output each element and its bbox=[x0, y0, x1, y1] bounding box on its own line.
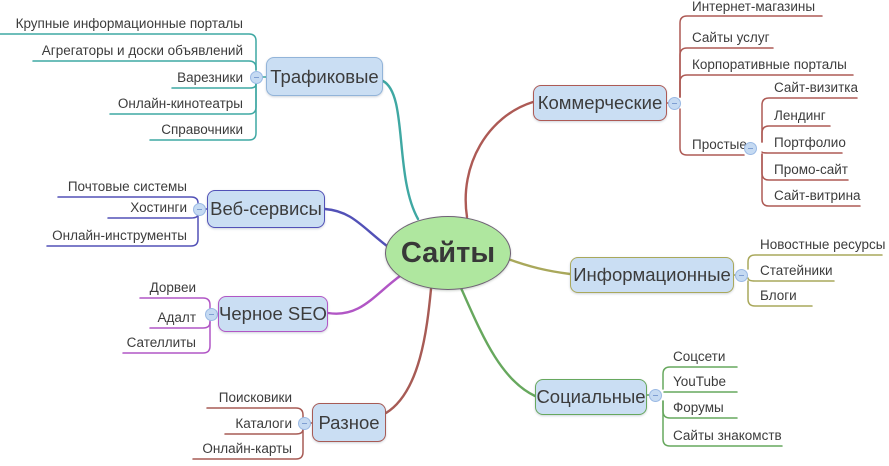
subtopic[interactable]: Соцсети bbox=[673, 349, 726, 364]
subtopic[interactable]: Лендинг bbox=[774, 108, 826, 123]
minus-glyph bbox=[209, 313, 214, 316]
minus-glyph bbox=[672, 102, 677, 105]
collapse-icon[interactable] bbox=[668, 97, 681, 110]
collapse-icon[interactable] bbox=[649, 389, 662, 402]
subtopic-group[interactable]: Простые bbox=[692, 137, 747, 152]
branch-topic-informational[interactable]: Информационные bbox=[570, 257, 734, 293]
subtopic[interactable]: Сайт-витрина bbox=[774, 188, 861, 203]
subtopic[interactable]: Сайты знакомств bbox=[673, 428, 782, 443]
subtopic[interactable]: Каталоги bbox=[235, 416, 292, 431]
subtopic[interactable]: Почтовые системы bbox=[67, 179, 187, 194]
subtopic[interactable]: Крупные информационные порталы bbox=[15, 16, 243, 31]
branch-topic-traffic[interactable]: Трафиковые bbox=[266, 57, 383, 96]
minus-glyph bbox=[197, 208, 202, 211]
subtopic[interactable]: Онлайн-кинотеатры bbox=[117, 96, 243, 111]
root-topic[interactable]: Сайты bbox=[385, 216, 511, 290]
subtopic[interactable]: Сайт-визитка bbox=[774, 80, 858, 95]
collapse-icon[interactable] bbox=[744, 142, 757, 155]
collapse-icon[interactable] bbox=[205, 308, 218, 321]
collapse-icon[interactable] bbox=[735, 269, 748, 282]
subtopic[interactable]: Онлайн-инструменты bbox=[52, 228, 187, 243]
subtopic[interactable]: Статейники bbox=[760, 263, 833, 278]
branch-topic-social[interactable]: Социальные bbox=[535, 379, 647, 415]
subtopic[interactable]: Поисковики bbox=[218, 390, 292, 405]
minus-glyph bbox=[748, 147, 753, 150]
branch-topic-black-seo[interactable]: Черное SEO bbox=[218, 296, 328, 332]
branch-topic-commercial[interactable]: Коммерческие bbox=[533, 85, 667, 121]
subtopic[interactable]: Хостинги bbox=[130, 200, 187, 215]
minus-glyph bbox=[653, 394, 658, 397]
subtopic[interactable]: Форумы bbox=[673, 400, 724, 415]
subtopic[interactable]: Адалт bbox=[157, 310, 196, 325]
branch-topic-misc[interactable]: Разное bbox=[312, 403, 386, 442]
subtopic[interactable]: Онлайн-карты bbox=[202, 441, 292, 456]
subtopic[interactable]: Промо-сайт bbox=[774, 162, 848, 177]
collapse-icon[interactable] bbox=[298, 417, 311, 430]
subtopic[interactable]: Новостные ресурсы bbox=[760, 237, 886, 252]
subtopic[interactable]: Интернет-магазины bbox=[692, 0, 816, 14]
subtopic[interactable]: YouTube bbox=[673, 374, 727, 389]
subtopic[interactable]: Корпоративные порталы bbox=[692, 57, 847, 72]
subtopic[interactable]: Варезники bbox=[177, 70, 243, 85]
minus-glyph bbox=[739, 274, 744, 277]
minus-glyph bbox=[254, 76, 259, 79]
subtopic[interactable]: Портфолио bbox=[774, 135, 846, 150]
collapse-icon[interactable] bbox=[250, 71, 263, 84]
subtopic[interactable]: Блоги bbox=[760, 288, 797, 303]
subtopic[interactable]: Дорвеи bbox=[149, 280, 196, 295]
subtopic[interactable]: Сателлиты bbox=[126, 335, 196, 350]
branch-topic-web-services[interactable]: Веб-сервисы bbox=[207, 190, 325, 228]
subtopic[interactable]: Сайты услуг bbox=[692, 30, 770, 45]
collapse-icon[interactable] bbox=[193, 203, 206, 216]
minus-glyph bbox=[302, 422, 307, 425]
subtopic[interactable]: Агрегаторы и доски объявлений bbox=[41, 43, 243, 58]
subtopic[interactable]: Справочники bbox=[161, 122, 243, 137]
